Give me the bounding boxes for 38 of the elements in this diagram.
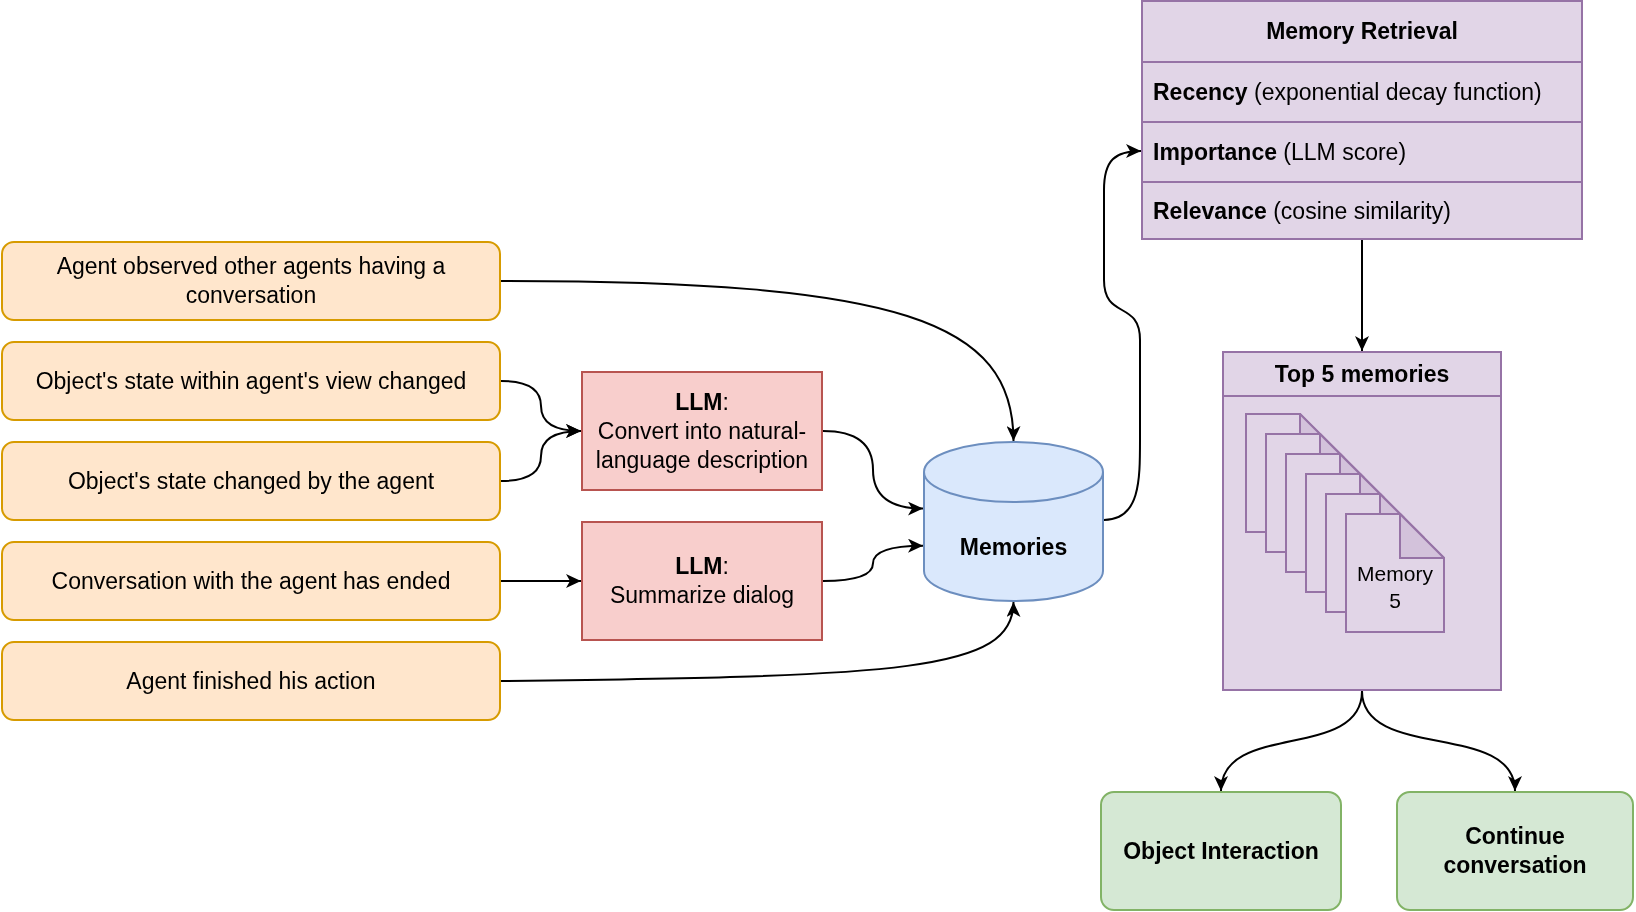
table-panel — [1141, 0, 1583, 240]
arrow — [822, 430, 924, 516]
event-box — [1, 541, 501, 621]
table-header: Memory Retrieval — [1266, 17, 1458, 46]
database-label: Memories — [959, 532, 1068, 562]
arrow — [500, 574, 582, 588]
row-text: Relevance (cosine similarity) — [1153, 197, 1451, 226]
row-text: Recency (exponential decay function) — [1153, 77, 1542, 107]
event-text: Agent finished his action — [126, 666, 376, 696]
event-text: Agent observed other agents having a conversation — [55, 252, 447, 310]
card-text: Memory 5 — [1356, 561, 1434, 614]
arrow — [822, 538, 924, 582]
arrow — [500, 280, 1020, 442]
process-text: Summarize dialog — [609, 581, 795, 610]
event-box — [1, 441, 501, 521]
event-box — [1, 241, 501, 321]
event-box — [1, 641, 501, 721]
outcome-text: Continue conversation — [1442, 822, 1588, 880]
row-text: Importance (LLM score) — [1153, 137, 1407, 167]
panel-header: Top 5 memories — [1274, 359, 1450, 389]
arrow — [500, 424, 582, 482]
process-title: LLM: — [675, 387, 729, 417]
event-text: Object's state changed by the agent — [67, 466, 435, 496]
event-text: Object's state within agent's view changed — [35, 366, 467, 396]
outcome-text: Object Interaction — [1123, 836, 1319, 866]
process-title: LLM: — [675, 552, 729, 581]
outcome-box — [1100, 791, 1342, 911]
arrow — [1103, 144, 1142, 521]
outcome-box — [1396, 791, 1634, 911]
process-text: Convert into natural-language description — [594, 416, 810, 475]
event-box — [1, 341, 501, 421]
arrow — [1355, 239, 1369, 352]
event-text: Conversation with the agent has ended — [51, 566, 451, 596]
process-box — [581, 371, 823, 491]
container-panel — [1222, 351, 1502, 691]
process-box — [581, 521, 823, 641]
arrow — [500, 601, 1019, 682]
arrow — [1361, 690, 1519, 792]
